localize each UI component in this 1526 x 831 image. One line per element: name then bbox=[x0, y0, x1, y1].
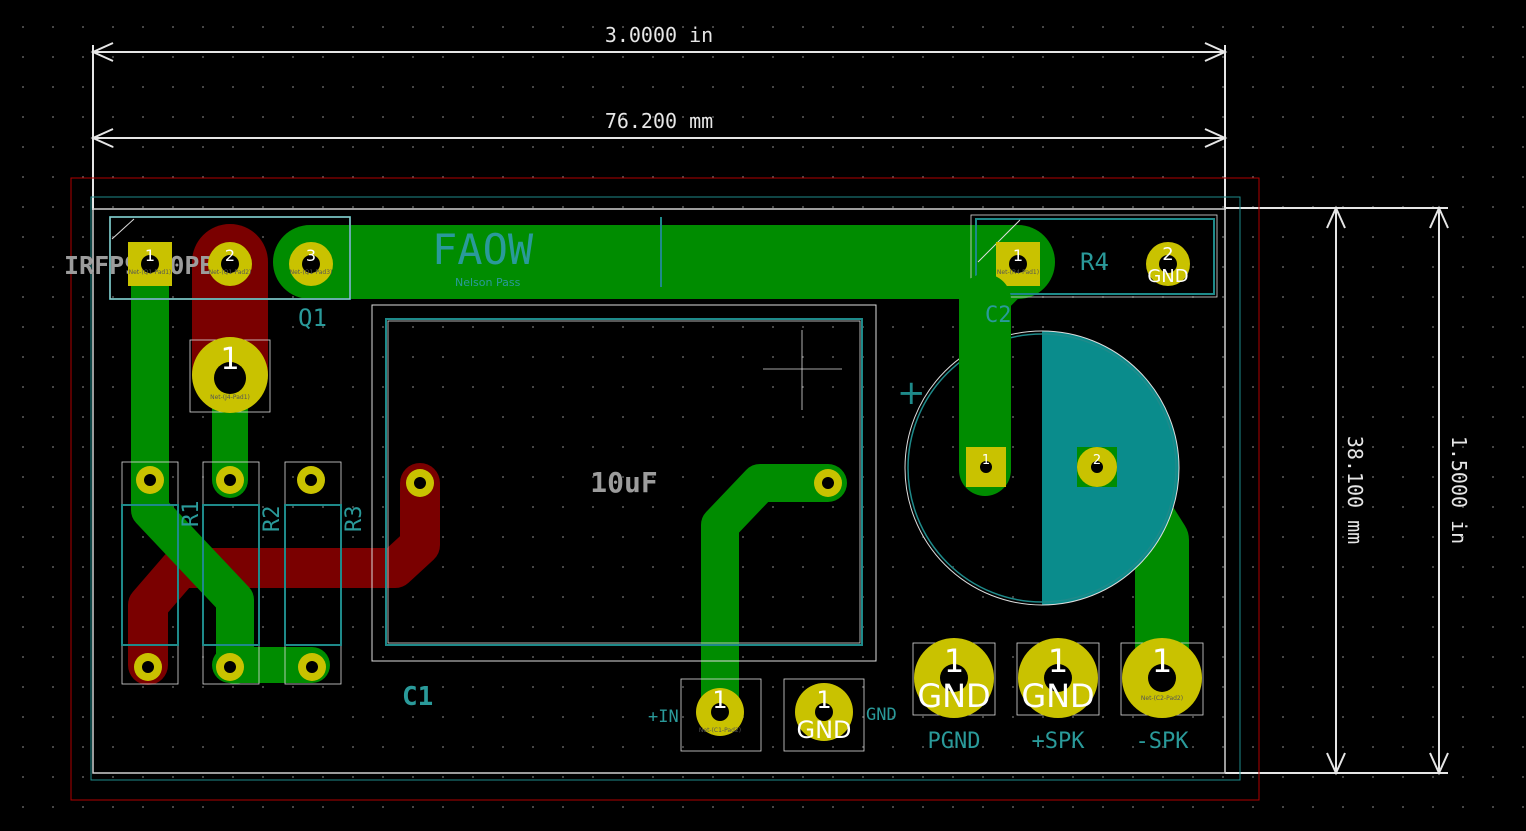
c2-pad-2[interactable]: 2 bbox=[1077, 447, 1117, 487]
svg-text:GND: GND bbox=[796, 716, 851, 744]
svg-text:3: 3 bbox=[306, 246, 316, 265]
dimension-width-mm: 76.200 mm bbox=[605, 109, 713, 133]
in-label: +IN bbox=[648, 707, 679, 727]
svg-text:Net-(J4-Pad1): Net-(J4-Pad1) bbox=[210, 394, 250, 401]
svg-text:1: 1 bbox=[816, 686, 831, 714]
c2-pad-1[interactable]: 1 bbox=[966, 447, 1006, 487]
logo-faow: FAOW bbox=[432, 225, 534, 274]
q1-pad-1[interactable]: 1 Net-(Q1-Pad1) bbox=[128, 242, 172, 286]
r4-footprint[interactable] bbox=[970, 214, 1218, 298]
r2-footprint[interactable] bbox=[202, 461, 260, 685]
resistor-pads[interactable] bbox=[134, 466, 326, 681]
q1-pad-2[interactable]: 2 Net-(Q1-Pad2) bbox=[208, 242, 252, 286]
svg-text:GND: GND bbox=[1147, 266, 1188, 287]
q1-footprint[interactable] bbox=[109, 216, 351, 300]
minus-spk-connector[interactable]: 1 Net-(C2-Pad2) bbox=[1120, 638, 1204, 718]
svg-text:GND: GND bbox=[1021, 677, 1094, 715]
r2-refdes: R2 bbox=[260, 506, 285, 533]
c1-pad-1[interactable] bbox=[406, 469, 434, 497]
c1-footprint[interactable] bbox=[371, 304, 877, 662]
dimension-width bbox=[90, 42, 1228, 210]
svg-text:2: 2 bbox=[1162, 244, 1173, 265]
svg-text:Net-(C2-Pad2): Net-(C2-Pad2) bbox=[1141, 695, 1183, 702]
dimension-height-mm: 38.100 mm bbox=[1343, 436, 1367, 544]
c2-footprint[interactable] bbox=[904, 330, 1180, 606]
svg-text:2: 2 bbox=[1093, 453, 1101, 468]
pgnd-connector[interactable]: 1 GND bbox=[912, 638, 996, 718]
svg-text:1: 1 bbox=[145, 246, 155, 265]
board-edge[interactable] bbox=[92, 208, 1226, 774]
plus-spk-label: +SPK bbox=[1032, 729, 1086, 754]
pgnd-label: PGND bbox=[928, 729, 981, 754]
gnd-label: GND bbox=[866, 705, 897, 725]
svg-text:1: 1 bbox=[712, 686, 727, 714]
svg-text:Net-(Q1-Pad3): Net-(Q1-Pad3) bbox=[290, 269, 333, 276]
minus-spk-label: -SPK bbox=[1136, 729, 1190, 754]
heatsink-pad[interactable]: 1 Net-(J4-Pad1) bbox=[189, 337, 271, 413]
svg-text:Net-(Q1-Pad2): Net-(Q1-Pad2) bbox=[209, 269, 252, 276]
r4-refdes: R4 bbox=[1080, 248, 1109, 276]
c1-value: 10uF bbox=[590, 466, 657, 499]
svg-text:GND: GND bbox=[917, 677, 990, 715]
dimension-height-in: 1.5000 in bbox=[1447, 436, 1471, 544]
in-connector[interactable]: 1 Net-(C1-Pad2) bbox=[680, 678, 762, 752]
author-label: Nelson Pass bbox=[455, 276, 521, 289]
r1-refdes: R1 bbox=[179, 501, 204, 528]
c1-refdes: C1 bbox=[402, 682, 433, 712]
plus-spk-connector[interactable]: 1 GND bbox=[1016, 638, 1100, 718]
q1-pad-3[interactable]: 3 Net-(Q1-Pad3) bbox=[289, 242, 333, 286]
r4-pad-1[interactable]: 1 Net-(R4-Pad1) bbox=[996, 242, 1040, 286]
svg-text:1: 1 bbox=[1048, 642, 1068, 680]
svg-text:1: 1 bbox=[982, 453, 990, 468]
svg-text:1: 1 bbox=[1152, 642, 1172, 680]
c2-plus-marker: + bbox=[897, 373, 926, 413]
svg-text:1: 1 bbox=[1013, 246, 1023, 265]
r3-refdes: R3 bbox=[342, 506, 367, 533]
svg-text:1: 1 bbox=[220, 342, 239, 377]
dimension-width-in: 3.0000 in bbox=[605, 23, 713, 47]
svg-text:Net-(C1-Pad2): Net-(C1-Pad2) bbox=[699, 727, 741, 734]
svg-text:2: 2 bbox=[225, 246, 235, 265]
q1-refdes: Q1 bbox=[298, 304, 327, 332]
svg-text:Net-(Q1-Pad1): Net-(Q1-Pad1) bbox=[129, 269, 172, 276]
svg-text:Net-(R4-Pad1): Net-(R4-Pad1) bbox=[997, 269, 1039, 276]
svg-text:1: 1 bbox=[944, 642, 964, 680]
c2-refdes: C2 bbox=[985, 303, 1012, 328]
courtyard-outline bbox=[70, 177, 1260, 801]
c1-pad-2[interactable] bbox=[814, 469, 842, 497]
r1-footprint[interactable] bbox=[121, 461, 179, 685]
gnd-connector[interactable]: 1 GND bbox=[783, 678, 865, 752]
r3-footprint[interactable] bbox=[284, 461, 342, 685]
fab-outline bbox=[90, 196, 1241, 781]
r4-pad-2[interactable]: 2 GND bbox=[1146, 242, 1190, 287]
dimension-height bbox=[1225, 205, 1449, 776]
